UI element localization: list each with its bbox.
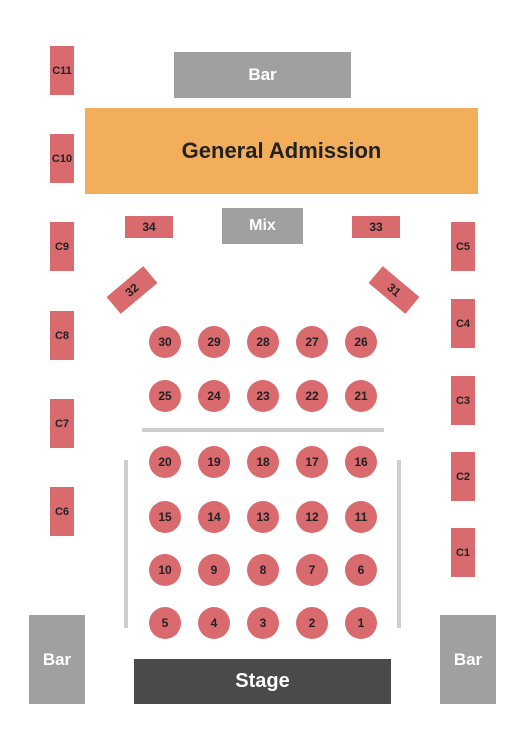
section-33[interactable]: 33 <box>352 216 400 238</box>
stage: Stage <box>134 659 391 704</box>
box-c4[interactable]: C4 <box>451 299 475 348</box>
table-6[interactable]: 6 <box>345 554 377 586</box>
box-c11[interactable]: C11 <box>50 46 74 95</box>
table-23[interactable]: 23 <box>247 380 279 412</box>
table-17[interactable]: 17 <box>296 446 328 478</box>
table-27[interactable]: 27 <box>296 326 328 358</box>
box-c6[interactable]: C6 <box>50 487 74 536</box>
right-rail <box>397 460 401 628</box>
table-16[interactable]: 16 <box>345 446 377 478</box>
table-13[interactable]: 13 <box>247 501 279 533</box>
table-8[interactable]: 8 <box>247 554 279 586</box>
floor-divider <box>142 428 384 432</box>
right-bar[interactable]: Bar <box>440 615 496 704</box>
table-2[interactable]: 2 <box>296 607 328 639</box>
table-9[interactable]: 9 <box>198 554 230 586</box>
left-bar[interactable]: Bar <box>29 615 85 704</box>
left-rail <box>124 460 128 628</box>
table-10[interactable]: 10 <box>149 554 181 586</box>
table-7[interactable]: 7 <box>296 554 328 586</box>
box-c2[interactable]: C2 <box>451 452 475 501</box>
table-3[interactable]: 3 <box>247 607 279 639</box>
table-26[interactable]: 26 <box>345 326 377 358</box>
top-bar[interactable]: Bar <box>174 52 351 98</box>
table-5[interactable]: 5 <box>149 607 181 639</box>
box-c10[interactable]: C10 <box>50 134 74 183</box>
table-22[interactable]: 22 <box>296 380 328 412</box>
section-31[interactable]: 31 <box>368 266 420 314</box>
table-29[interactable]: 29 <box>198 326 230 358</box>
table-14[interactable]: 14 <box>198 501 230 533</box>
box-c3[interactable]: C3 <box>451 376 475 425</box>
table-11[interactable]: 11 <box>345 501 377 533</box>
table-20[interactable]: 20 <box>149 446 181 478</box>
box-c9[interactable]: C9 <box>50 222 74 271</box>
mix-booth: Mix <box>222 208 303 244</box>
table-21[interactable]: 21 <box>345 380 377 412</box>
table-19[interactable]: 19 <box>198 446 230 478</box>
table-1[interactable]: 1 <box>345 607 377 639</box>
box-c8[interactable]: C8 <box>50 311 74 360</box>
table-15[interactable]: 15 <box>149 501 181 533</box>
table-30[interactable]: 30 <box>149 326 181 358</box>
table-24[interactable]: 24 <box>198 380 230 412</box>
table-18[interactable]: 18 <box>247 446 279 478</box>
box-c5[interactable]: C5 <box>451 222 475 271</box>
section-32[interactable]: 32 <box>106 266 158 314</box>
box-c7[interactable]: C7 <box>50 399 74 448</box>
table-28[interactable]: 28 <box>247 326 279 358</box>
table-4[interactable]: 4 <box>198 607 230 639</box>
section-34[interactable]: 34 <box>125 216 173 238</box>
box-c1[interactable]: C1 <box>451 528 475 577</box>
table-12[interactable]: 12 <box>296 501 328 533</box>
general-admission-section[interactable]: General Admission <box>85 108 478 194</box>
table-25[interactable]: 25 <box>149 380 181 412</box>
